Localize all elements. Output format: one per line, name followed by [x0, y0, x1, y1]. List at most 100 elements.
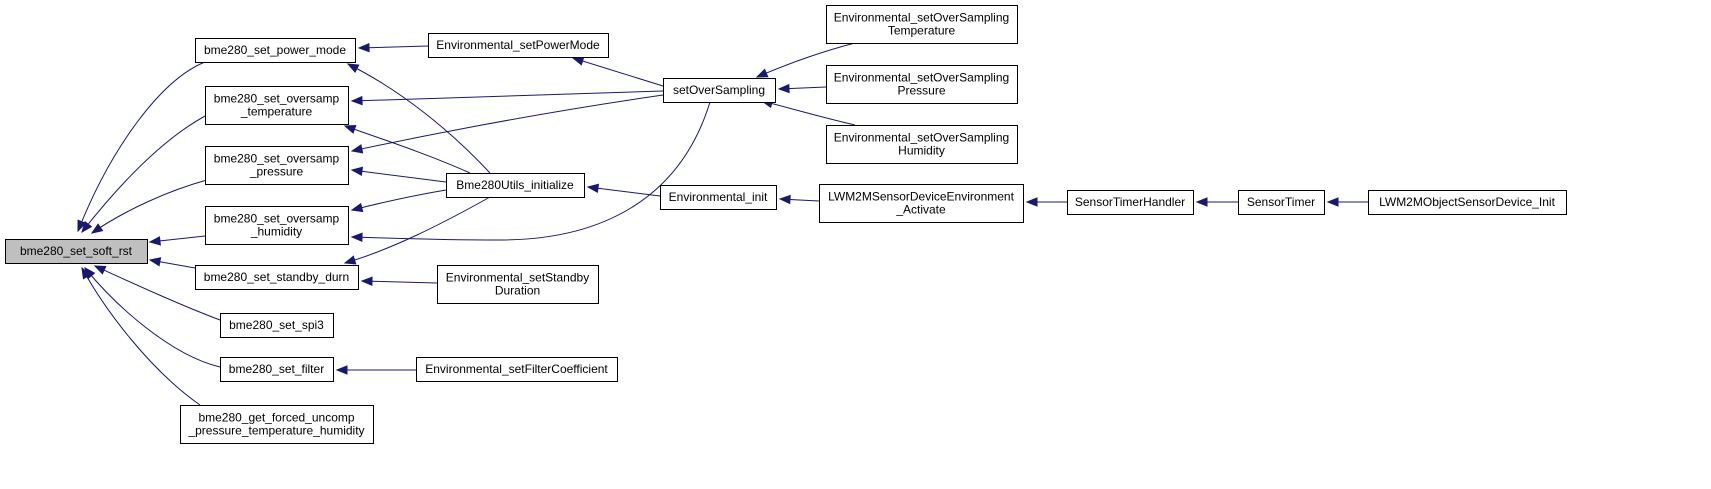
call-edge-env_filter-to-filter	[335, 365, 416, 375]
node-set-os[interactable]: setOverSampling	[663, 78, 776, 103]
call-edge-env_init-to-utils_init	[586, 183, 661, 197]
call-edge-set_os-to-os_temp	[350, 90, 664, 106]
call-edge-utils_init-to-os_hum	[350, 189, 447, 213]
node-env-init[interactable]: Environmental_init	[660, 185, 777, 210]
node-forced[interactable]: bme280_get_forced_uncomp_pressure_temper…	[180, 405, 374, 444]
arrowhead	[93, 265, 107, 275]
node-os-hum[interactable]: bme280_set_oversamp_humidity	[205, 206, 349, 245]
call-edge-env_os_temp-to-set_os	[755, 42, 856, 78]
call-edge-env_os_press-to-set_os	[777, 83, 827, 94]
function-nodes: bme280_set_soft_rst bme280_set_power_mode…	[5, 5, 1567, 444]
edge-line	[81, 114, 208, 233]
call-edge-os_temp-to-root	[81, 114, 208, 234]
call-edge-utils_init-to-power_mode	[346, 63, 491, 174]
node-box	[416, 357, 618, 382]
edge-line	[344, 125, 471, 174]
arrowhead	[148, 236, 161, 246]
edge-line	[587, 186, 661, 197]
node-spi3[interactable]: bme280_set_spi3	[220, 313, 334, 338]
node-box	[180, 405, 374, 444]
node-filter[interactable]: bme280_set_filter	[220, 357, 334, 382]
arrowhead	[77, 219, 87, 233]
node-lwm2m-activate[interactable]: LWM2MSensorDeviceEnvironment_Activate	[819, 184, 1024, 223]
node-label: SensorTimer	[1247, 195, 1315, 209]
node-root[interactable]: bme280_set_soft_rst	[5, 239, 148, 264]
edge-line	[358, 45, 429, 49]
node-utils-init[interactable]: Bme280Utils_initialize	[446, 173, 585, 198]
node-label: bme280_set_oversamp	[214, 152, 340, 166]
node-label: bme280_get_forced_uncomp	[198, 411, 354, 425]
call-edge-forced-to-root	[81, 266, 201, 406]
node-label: Environmental_setOverSampling	[834, 71, 1009, 85]
edge-line	[761, 100, 856, 126]
edge-line	[81, 267, 201, 406]
node-label: bme280_set_spi3	[229, 318, 324, 332]
node-env-filter[interactable]: Environmental_setFilterCoefficient	[416, 357, 618, 382]
node-label: Environmental_setOverSampling	[834, 11, 1009, 25]
node-box	[437, 265, 599, 304]
call-edge-env_standby-to-standby	[360, 276, 438, 287]
edge-line	[351, 189, 447, 211]
node-label: Environmental_setStandby	[446, 271, 589, 285]
node-label: bme280_set_filter	[229, 362, 324, 376]
edge-line	[77, 61, 206, 232]
edge-line	[361, 280, 438, 284]
edge-line	[347, 63, 491, 174]
arrowhead	[1326, 197, 1339, 207]
node-label: bme280_set_soft_rst	[20, 244, 133, 258]
node-env-power[interactable]: Environmental_setPowerMode	[428, 33, 609, 58]
node-power-mode[interactable]: bme280_set_power_mode	[195, 38, 356, 63]
node-box	[205, 206, 349, 245]
node-box	[5, 239, 148, 264]
node-os-press[interactable]: bme280_set_oversamp_pressure	[205, 146, 349, 185]
node-box	[819, 184, 1024, 223]
edge-line	[94, 265, 221, 321]
arrowhead	[1195, 197, 1208, 207]
node-label: Environmental_init	[669, 190, 768, 204]
arrowhead	[350, 144, 364, 154]
node-box	[1067, 190, 1194, 215]
arrowhead	[360, 276, 373, 287]
edge-line	[351, 101, 711, 241]
edge-line	[572, 57, 664, 87]
arrowhead	[350, 166, 364, 177]
node-box	[428, 33, 609, 58]
node-label: _humidity	[250, 225, 302, 239]
arrowhead	[346, 63, 360, 74]
node-label: bme280_set_standby_durn	[204, 270, 349, 284]
edge-line	[84, 267, 221, 368]
node-standby[interactable]: bme280_set_standby_durn	[195, 265, 359, 290]
arrowhead	[335, 365, 348, 375]
arrowhead	[357, 42, 370, 53]
arrowhead	[350, 95, 363, 106]
node-box	[1368, 190, 1567, 215]
node-box	[663, 78, 776, 103]
call-edge-sensor_timer-to-timer_handler	[1195, 197, 1238, 207]
arrowhead	[778, 194, 791, 205]
arrowhead	[81, 220, 93, 234]
node-box	[205, 86, 349, 125]
call-edge-spi3-to-root	[93, 265, 221, 321]
arrowhead	[343, 255, 357, 265]
node-timer-handler[interactable]: SensorTimerHandler	[1067, 190, 1194, 215]
node-label: Bme280Utils_initialize	[456, 178, 574, 192]
node-label: Environmental_setFilterCoefficient	[425, 362, 608, 376]
node-label: Environmental_setPowerMode	[436, 38, 600, 52]
call-edge-timer_handler-to-lwm2m_activate	[1025, 197, 1067, 207]
call-edge-standby-to-root	[148, 257, 196, 269]
call-edge-env_power-to-power_mode	[357, 42, 429, 53]
call-edge-set_os-to-os_press	[350, 94, 664, 154]
node-label: Temperature	[888, 24, 956, 38]
call-edge-obj_init-to-sensor_timer	[1326, 197, 1368, 207]
node-os-temp[interactable]: bme280_set_oversamp_temperature	[205, 86, 349, 125]
node-obj-init[interactable]: LWM2MObjectSensorDevice_Init	[1368, 190, 1567, 215]
node-box	[1238, 190, 1325, 215]
node-label: Humidity	[898, 144, 945, 158]
node-label: setOverSampling	[673, 83, 765, 97]
node-sensor-timer[interactable]: SensorTimer	[1238, 190, 1325, 215]
arrowhead	[81, 266, 92, 280]
